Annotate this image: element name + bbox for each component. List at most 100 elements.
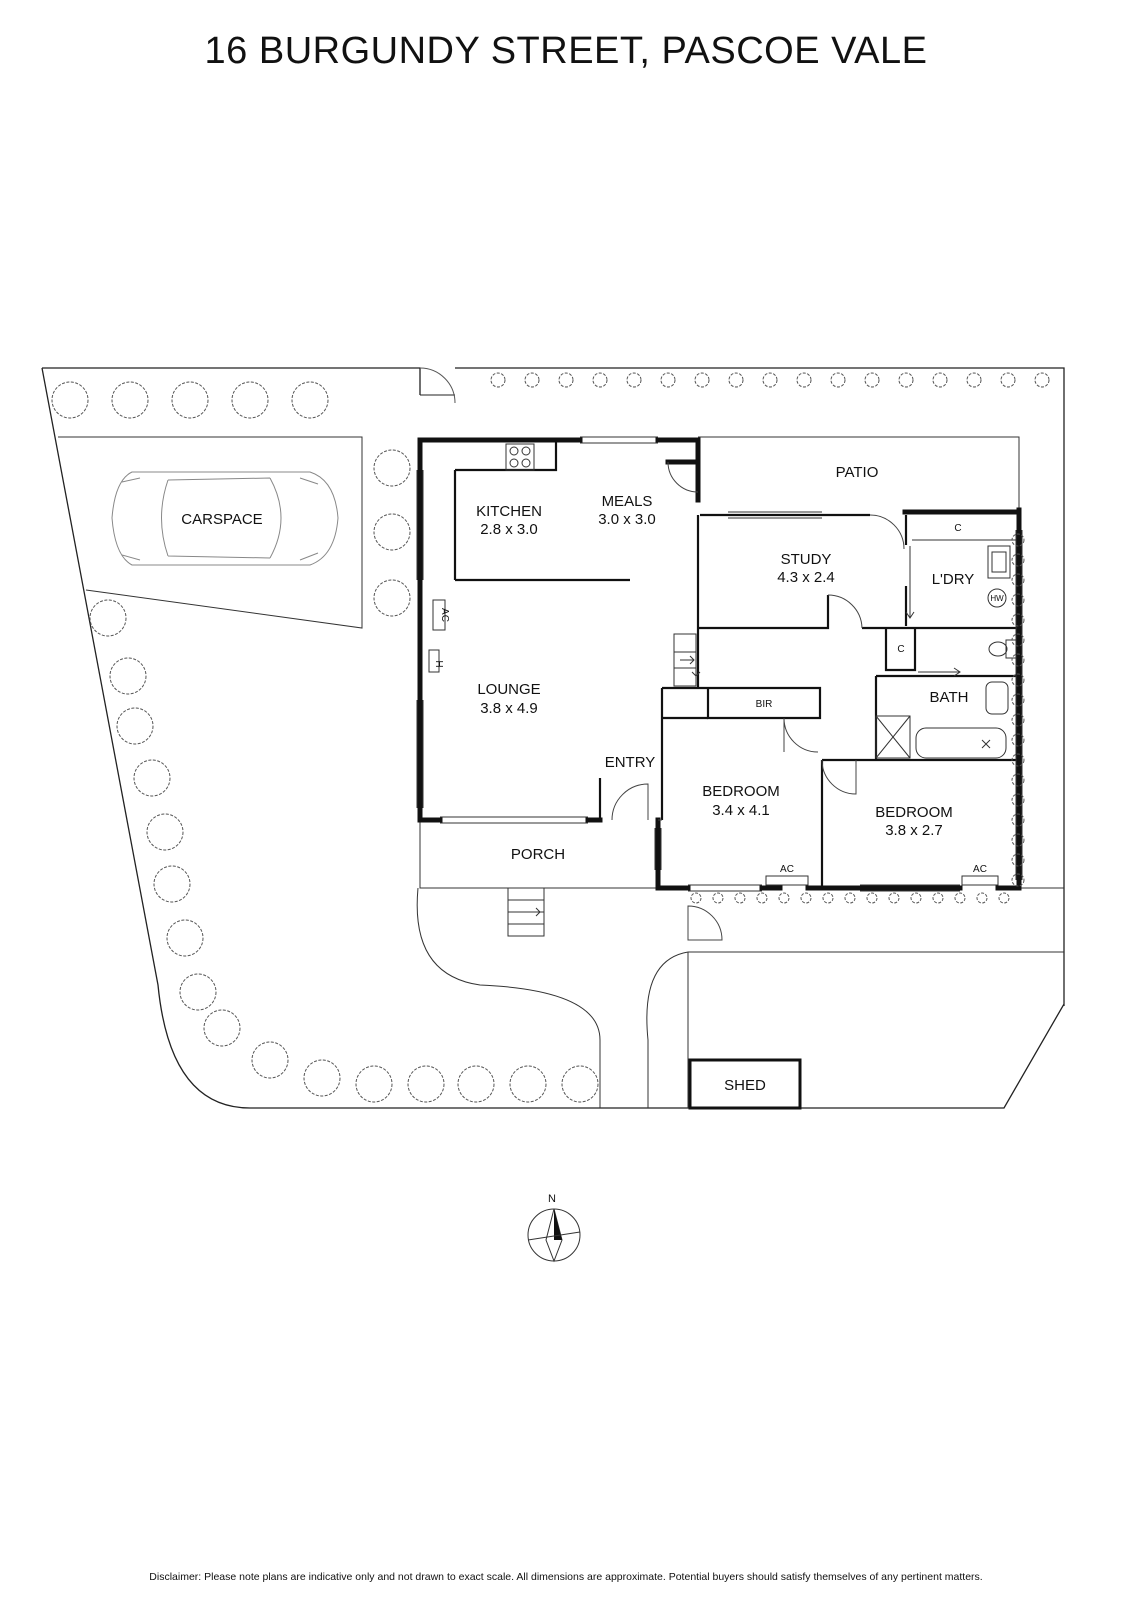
bathroom-fixtures [875,639,1017,759]
cooktop-icon [505,443,535,471]
shrub-icon [251,1041,289,1079]
shrub-icon [800,892,812,904]
shrub-icon [864,372,880,388]
study-size: 4.3 x 2.4 [777,569,835,586]
compass-north-label: N [548,1193,556,1205]
shrub-icon [694,372,710,388]
bir-label: BIR [756,699,773,710]
shrub-icon [231,381,269,419]
shrub-icon [171,381,209,419]
shrub-icon [116,707,154,745]
shrub-icon [1011,533,1025,547]
cupboard-label-hall: C [897,644,904,655]
arrow [905,546,915,619]
shrub-icon [626,372,642,388]
shrub-icon [203,1009,241,1047]
landscaping [51,372,1050,1103]
car-icon [111,471,339,566]
lounge-size: 3.8 x 4.9 [480,700,538,717]
shrub-icon [728,372,744,388]
shrub-icon [407,1065,445,1103]
kitchen-label: KITCHEN [476,503,542,520]
porch-area [419,820,658,889]
shrub-icon [844,892,856,904]
bedroom1-label: BEDROOM [702,783,780,800]
bath-label: BATH [930,689,969,706]
shrub-icon [932,372,948,388]
laundry-label: L'DRY [932,571,975,588]
shrub-icon [146,813,184,851]
fixture-markers [428,599,999,886]
shed-label: SHED [724,1077,766,1094]
shrub-icon [910,892,922,904]
shrub-icon [1011,793,1025,807]
bedroom1-size: 3.4 x 4.1 [712,802,770,819]
shrub-icon [109,657,147,695]
shrub-icon [898,372,914,388]
shrub-icon [690,892,702,904]
shrub-icon [1000,372,1016,388]
shrub-icon [153,865,191,903]
shrub-icon [561,1065,599,1103]
shrub-icon [966,372,982,388]
shrub-icon [660,372,676,388]
shrub-icon [133,759,171,797]
shrub-icon [998,892,1010,904]
shrub-icon [111,381,149,419]
shrub-icon [89,599,127,637]
study-label: STUDY [781,551,832,568]
door-swings [611,461,905,941]
laundry-fixtures [912,539,1016,608]
shrub-icon [976,892,988,904]
shrub-icon [166,919,204,957]
shrub-icon [457,1065,495,1103]
shrub-icon [51,381,89,419]
patio-area [698,436,1020,510]
shrub-icon [888,892,900,904]
shrub-icon [558,372,574,388]
shrub-icon [509,1065,547,1103]
shrub-icon [762,372,778,388]
hw-label: HW [990,594,1004,603]
shrub-icon [822,892,834,904]
shrub-icon [954,892,966,904]
shrub-icon [1011,853,1025,867]
exterior-walls [417,437,1022,891]
shrub-icon [1011,873,1025,887]
north-arrow-icon [527,1208,581,1263]
shrub-icon [1011,653,1025,667]
cupboard-label-laundry: C [954,523,961,534]
interior-steps [673,633,701,687]
disclaimer: Disclaimer: Please note plans are indica… [149,1571,983,1583]
shrub-icon [1011,593,1025,607]
shrub-icon [1011,673,1025,687]
shrub-icon [1011,633,1025,647]
shrub-icon [932,892,944,904]
shrub-icon [179,973,217,1011]
arrow [918,667,961,677]
shrub-icon [1011,713,1025,727]
shrub-icon [592,372,608,388]
page-title: 16 BURGUNDY STREET, PASCOE VALE [204,30,928,72]
ac-label-lounge: AC [439,608,450,622]
shrub-icon [796,372,812,388]
shrub-icon [1011,753,1025,767]
shrub-icon [756,892,768,904]
shrub-icon [373,449,411,487]
porch-label: PORCH [511,846,565,863]
shrub-icon [734,892,746,904]
shrub-icon [1011,813,1025,827]
shrub-icon [866,892,878,904]
front-path [416,887,689,1108]
shrub-icon [1011,693,1025,707]
shrub-icon [355,1065,393,1103]
shrub-icon [291,381,329,419]
heater-label: H [433,660,444,667]
bedroom2-size: 3.8 x 2.7 [885,822,943,839]
lounge-label: LOUNGE [477,681,540,698]
shrub-icon [1034,372,1050,388]
shrub-icon [830,372,846,388]
meals-label: MEALS [602,493,653,510]
bedroom2-label: BEDROOM [875,804,953,821]
shrub-icon [1011,773,1025,787]
